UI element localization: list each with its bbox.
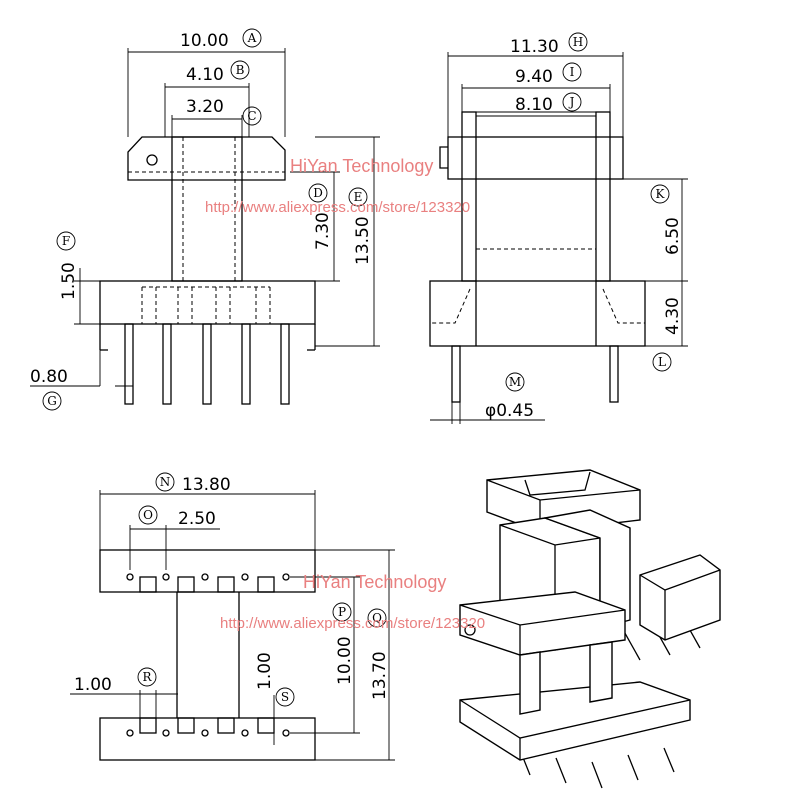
dim-K-marker: K bbox=[650, 184, 670, 204]
dim-E-marker: E bbox=[348, 187, 368, 207]
bottom-view: 13.80 2.50 10.00 13.70 1.00 1.00 N O P Q… bbox=[70, 472, 395, 761]
svg-text:A: A bbox=[247, 31, 257, 45]
svg-text:G: G bbox=[47, 394, 57, 408]
dim-Q-value: 13.70 bbox=[370, 651, 390, 700]
dim-S-marker: S bbox=[275, 687, 295, 707]
svg-text:R: R bbox=[142, 670, 152, 684]
dim-I-value: 9.40 bbox=[515, 67, 553, 87]
watermark-top-url: http://www.aliexpress.com/store/123320 bbox=[205, 199, 470, 216]
svg-text:L: L bbox=[658, 355, 666, 369]
svg-text:J: J bbox=[568, 95, 575, 109]
dim-S-value: 1.00 bbox=[255, 652, 275, 690]
dim-P-value: 10.00 bbox=[335, 636, 355, 685]
dim-O-value: 2.50 bbox=[178, 509, 216, 529]
dim-A-marker: A bbox=[242, 28, 262, 48]
dim-F-marker: F bbox=[56, 231, 76, 251]
dim-R-marker: R bbox=[137, 667, 157, 687]
dim-G-value: 0.80 bbox=[30, 367, 68, 387]
dim-G-marker: G bbox=[42, 391, 62, 411]
dim-R-value: 1.00 bbox=[74, 675, 112, 695]
svg-text:B: B bbox=[236, 63, 245, 77]
front-view: 10.00 4.10 3.20 7.30 13.50 1.50 0.80 A B… bbox=[30, 28, 380, 411]
dim-D-marker: D bbox=[308, 183, 328, 203]
svg-text:H: H bbox=[573, 35, 583, 49]
svg-text:K: K bbox=[656, 187, 666, 201]
dim-A-value: 10.00 bbox=[180, 31, 229, 51]
svg-text:P: P bbox=[338, 605, 346, 619]
dim-H-value: 11.30 bbox=[510, 37, 559, 57]
svg-text:M: M bbox=[509, 375, 521, 389]
svg-text:D: D bbox=[313, 186, 323, 200]
dim-P-marker: P bbox=[332, 602, 352, 622]
dim-I-marker: I bbox=[562, 62, 582, 82]
dim-K-value: 6.50 bbox=[663, 217, 683, 255]
dim-J-marker: J bbox=[562, 92, 582, 112]
dim-B-value: 4.10 bbox=[186, 65, 224, 85]
dim-N-marker: N bbox=[155, 472, 175, 492]
dim-J-value: 8.10 bbox=[515, 95, 553, 115]
side-view: 11.30 9.40 8.10 6.50 4.30 φ0.45 H I J K … bbox=[429, 32, 688, 424]
dim-F-value: 1.50 bbox=[59, 262, 79, 300]
svg-text:I: I bbox=[570, 65, 575, 79]
dim-L-value: 4.30 bbox=[663, 297, 683, 335]
svg-text:F: F bbox=[62, 234, 70, 248]
dim-Q-marker: Q bbox=[367, 608, 387, 628]
watermark-top: HiYan Technology http://www.aliexpress.c… bbox=[205, 156, 470, 216]
svg-text:S: S bbox=[281, 690, 289, 704]
dim-N-value: 13.80 bbox=[182, 475, 231, 495]
dim-M-value: φ0.45 bbox=[485, 401, 534, 421]
watermark-bottom-title: HiYan Technology bbox=[303, 572, 446, 592]
svg-text:C: C bbox=[247, 109, 256, 123]
watermark-bottom-url: http://www.aliexpress.com/store/123320 bbox=[220, 615, 485, 632]
dim-C-marker: C bbox=[242, 106, 262, 126]
svg-text:O: O bbox=[143, 508, 153, 522]
dim-E-value: 13.50 bbox=[353, 216, 373, 265]
watermark-bottom: HiYan Technology http://www.aliexpress.c… bbox=[220, 572, 485, 632]
dim-C-value: 3.20 bbox=[186, 97, 224, 117]
dim-B-marker: B bbox=[230, 60, 250, 80]
dim-M-marker: M bbox=[505, 372, 525, 392]
dim-D-value: 7.30 bbox=[313, 212, 333, 250]
svg-text:E: E bbox=[354, 190, 363, 204]
dim-H-marker: H bbox=[568, 32, 588, 52]
dim-O-marker: O bbox=[138, 505, 158, 525]
watermark-top-title: HiYan Technology bbox=[290, 156, 433, 176]
dim-L-marker: L bbox=[652, 352, 672, 372]
svg-text:N: N bbox=[160, 475, 171, 489]
svg-text:Q: Q bbox=[372, 611, 382, 625]
isometric-view bbox=[459, 469, 721, 789]
